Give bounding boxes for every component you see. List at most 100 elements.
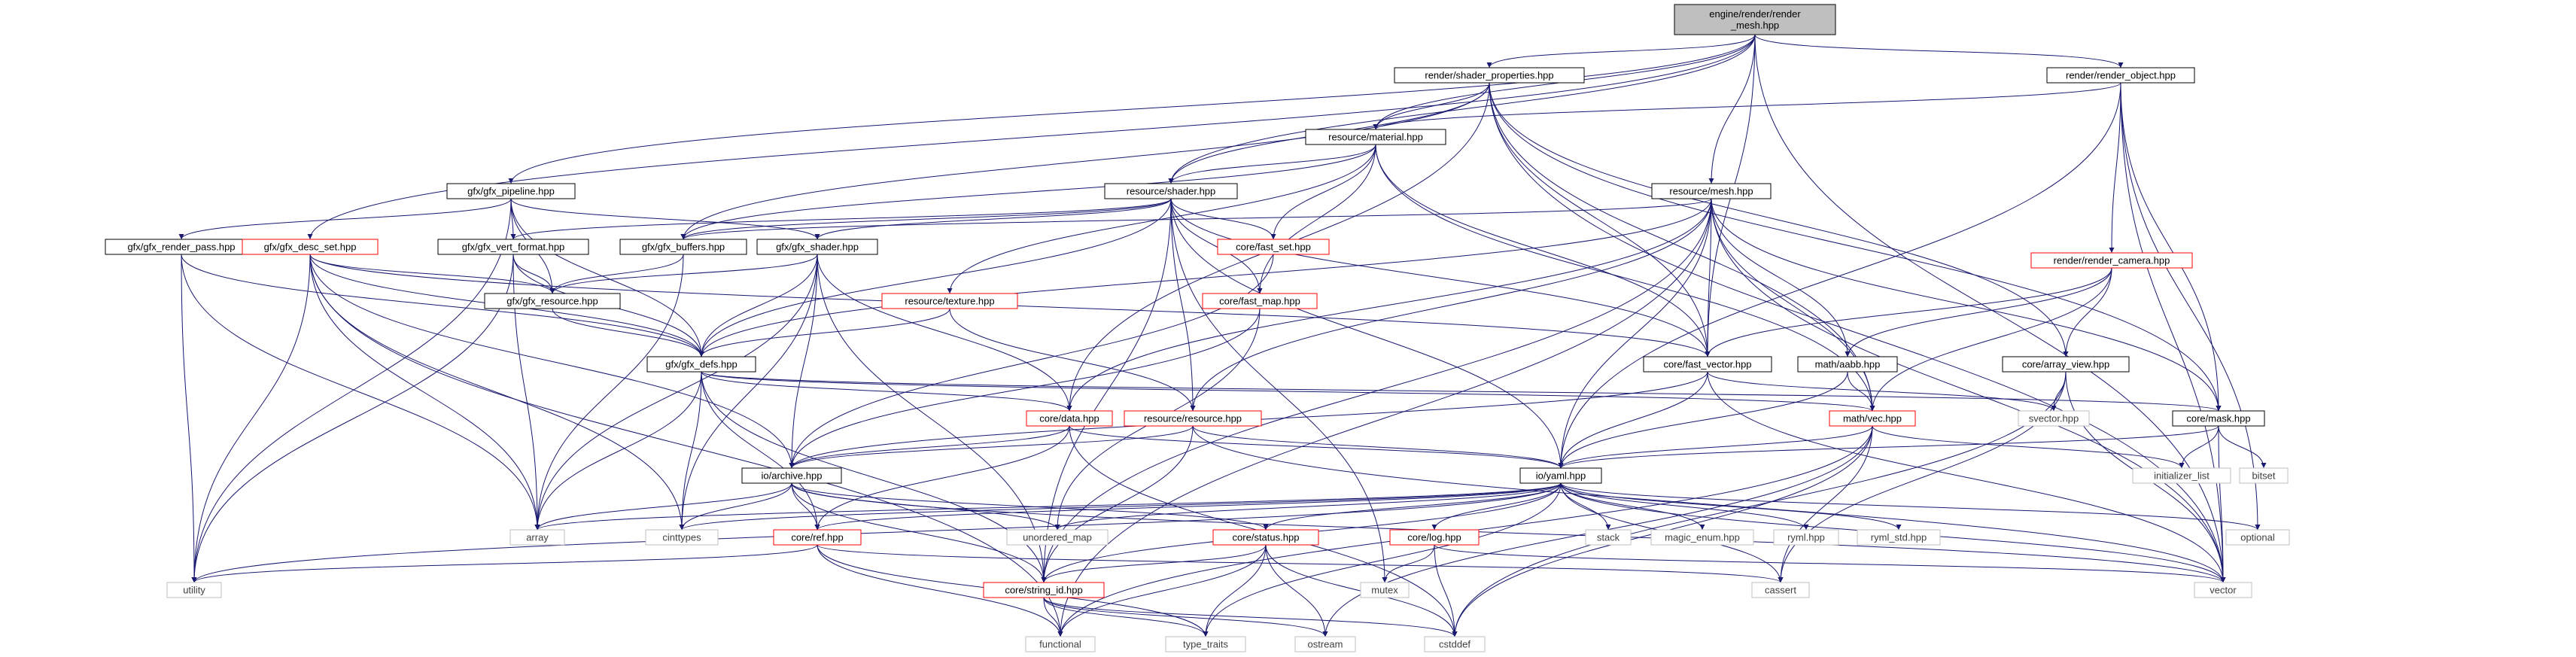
edge-io_yaml-to-type_traits (1203, 482, 1562, 637)
node-label: magic_enum.hpp (1665, 532, 1740, 543)
node-io-yaml[interactable]: io/yaml.hpp (1519, 467, 1602, 484)
node-box (646, 356, 756, 373)
edge-res_texture-to-res_resource (949, 308, 1196, 412)
edge-gfx_shader-to-gfx_resource (549, 254, 818, 294)
node-label: core/mask.hpp (2186, 413, 2250, 424)
edge-res_shader-to-fast_set (1170, 198, 1276, 240)
node-box (1202, 293, 1318, 309)
node-gfx-buffers[interactable]: gfx/gfx_buffers.hpp (619, 239, 747, 255)
node-box (2172, 410, 2265, 427)
node-label: gfx/gfx_pipeline.hpp (467, 186, 555, 197)
node-label: core/fast_vector.hpp (1663, 359, 1751, 370)
edge-core_data-to-io_yaml (1069, 425, 1564, 469)
edge-material-to-fast_set (1270, 144, 1376, 240)
node-box (1651, 183, 1772, 199)
node-cinttypes: cinttypes (645, 529, 719, 546)
edge-res_shader-to-io_yaml (1170, 198, 1564, 469)
node-box (1026, 410, 1113, 427)
edge-vert_format-to-utility (191, 254, 514, 583)
node-desc-set[interactable]: gfx/gfx_desc_set.hpp (242, 239, 379, 255)
edge-shader_properties-to-fast_vector (1489, 82, 1711, 357)
node-box (1305, 129, 1446, 145)
node-res-shader[interactable]: resource/shader.hpp (1104, 183, 1238, 199)
node-fast-vector[interactable]: core/fast_vector.hpp (1643, 356, 1772, 373)
node-core-status[interactable]: core/status.hpp (1212, 529, 1319, 546)
edge-gfx_defs-to-array (534, 371, 702, 531)
node-core-ref[interactable]: core/ref.hpp (773, 529, 862, 546)
node-material[interactable]: resource/material.hpp (1305, 129, 1446, 145)
node-string-id[interactable]: core/string_id.hpp (983, 582, 1105, 598)
node-optional: optional (2225, 529, 2290, 546)
node-label: unordered_map (1023, 532, 1092, 543)
edge-gfx_pipeline-to-gfx_shader (510, 198, 820, 240)
node-core-mask[interactable]: core/mask.hpp (2172, 410, 2265, 427)
node-box (2002, 356, 2130, 373)
edge-gfx_shader-to-core_data (817, 254, 1072, 412)
node-fast-map[interactable]: core/fast_map.hpp (1202, 293, 1318, 309)
edge-math_vec-to-cassert (1778, 425, 1873, 583)
node-array-view[interactable]: core/array_view.hpp (2002, 356, 2130, 373)
node-label: io/archive.hpp (762, 470, 823, 482)
edge-res_resource-to-vector (1192, 425, 2226, 583)
node-aabb[interactable]: math/aabb.hpp (1797, 356, 1898, 373)
node-mutex: mutex (1360, 582, 1410, 598)
edge-io_archive-to-array (534, 482, 792, 531)
node-gfx-pipeline[interactable]: gfx/gfx_pipeline.hpp (446, 183, 576, 199)
node-box (1519, 467, 1602, 484)
edge-render_object-to-render_camera (2109, 82, 2121, 254)
edge-string_id-to-ostream (1043, 597, 1328, 637)
edge-core_log-to-mutex (1382, 544, 1435, 583)
node-type-traits: type_traits (1165, 636, 1246, 652)
edge-gfx_defs-to-core_ref (701, 371, 820, 531)
node-label: resource/material.hpp (1328, 132, 1423, 143)
node-box (619, 239, 747, 255)
node-res-resource[interactable]: resource/resource.hpp (1124, 410, 1262, 427)
node-label: cstddef (1439, 639, 1470, 650)
node-vert-format[interactable]: gfx/gfx_vert_format.hpp (437, 239, 589, 255)
node-gfx-resource[interactable]: gfx/gfx_resource.hpp (484, 293, 621, 309)
edge-shader_properties-to-core_mask (1489, 82, 2222, 412)
edge-gfx_pipeline-to-utility (191, 198, 512, 583)
node-fast-set[interactable]: core/fast_set.hpp (1217, 239, 1330, 255)
node-unordered-map: unordered_map (1006, 529, 1109, 546)
edge-fast_vector-to-vector (1707, 371, 2226, 583)
dependency-edges (178, 34, 2267, 637)
node-array: array (509, 529, 565, 546)
node-gfx-shader[interactable]: gfx/gfx_shader.hpp (756, 239, 878, 255)
edge-material-to-res_texture (947, 144, 1376, 294)
edge-res_mesh-to-res_resource (1190, 198, 1712, 412)
node-shader-properties[interactable]: render/shader_properties.hpp (1394, 67, 1585, 84)
node-math-vec[interactable]: math/vec.hpp (1829, 410, 1916, 427)
edge-res_mesh-to-aabb (1711, 198, 1851, 357)
node-label: core/status.hpp (1233, 532, 1300, 543)
edge-res_mesh-to-io_yaml (1558, 198, 1712, 469)
node-label: resource/texture.hpp (905, 296, 994, 307)
node-label: svector.hpp (2029, 413, 2079, 424)
node-core-data[interactable]: core/data.hpp (1026, 410, 1113, 427)
node-label: gfx/gfx_resource.hpp (506, 296, 598, 307)
node-label: core/log.hpp (1407, 532, 1461, 543)
edge-shader_properties-to-array_view (1489, 82, 2069, 357)
edge-res_shader-to-vert_format (510, 198, 1172, 240)
node-utility: utility (166, 582, 222, 598)
node-box (1674, 4, 1836, 35)
node-box (1650, 529, 1754, 546)
edge-io_archive-to-vector (791, 482, 2226, 583)
node-box (1212, 529, 1319, 546)
node-label: math/aabb.hpp (1815, 359, 1881, 370)
node-render-camera[interactable]: render/render_camera.hpp (2030, 252, 2193, 269)
node-box (509, 529, 565, 546)
node-res-mesh[interactable]: resource/mesh.hpp (1651, 183, 1772, 199)
node-render-pass[interactable]: gfx/gfx_render_pass.hpp (105, 239, 258, 255)
edge-material-to-gfx_buffers (680, 144, 1376, 240)
node-ryml-std: ryml_std.hpp (1857, 529, 1941, 546)
node-gfx-defs[interactable]: gfx/gfx_defs.hpp (646, 356, 756, 373)
node-render-object[interactable]: render/render_object.hpp (2046, 67, 2195, 84)
edge-res_mesh-to-core_mask (1711, 198, 2222, 412)
node-box (881, 293, 1018, 309)
edge-res_resource-to-io_archive (789, 425, 1194, 469)
node-io-archive[interactable]: io/archive.hpp (741, 467, 842, 484)
node-core-log[interactable]: core/log.hpp (1389, 529, 1480, 546)
node-res-texture[interactable]: resource/texture.hpp (881, 293, 1018, 309)
node-label: stack (1597, 532, 1620, 543)
